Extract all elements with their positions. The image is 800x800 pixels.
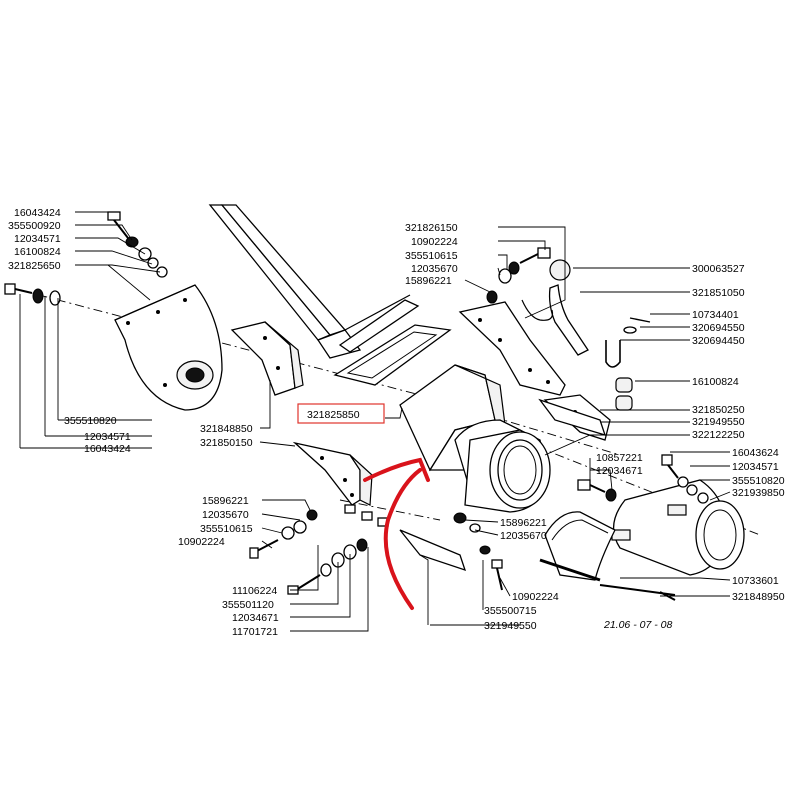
part-label: 355500920 — [8, 220, 61, 232]
part-label: 320694550 — [692, 322, 745, 334]
part-label: 321848850 — [200, 423, 253, 435]
pin-and-rod — [539, 558, 676, 601]
part-label: 16043624 — [732, 447, 779, 459]
part-label: 10902224 — [411, 236, 458, 248]
part-label: 15896221 — [500, 517, 547, 529]
lower-fastener-stack — [287, 538, 368, 595]
top-right-bolt-stack — [486, 247, 551, 304]
part-label: 15896221 — [405, 275, 452, 287]
part-label: 321949550 — [692, 416, 745, 428]
part-label: 322122250 — [692, 429, 745, 441]
right-tube — [611, 479, 745, 576]
part-label: 11701721 — [232, 626, 278, 638]
part-label: 10902224 — [178, 536, 225, 548]
part-label: 10902224 — [512, 591, 559, 603]
blade-321949550-bottom — [399, 529, 467, 572]
drawing-reference-caption: 21.06 - 07 - 08 — [603, 619, 672, 631]
part-label: 355501120 — [222, 599, 274, 611]
part-label: 355510820 — [64, 415, 117, 427]
highlight-box — [297, 403, 385, 424]
plate-321850150 — [292, 441, 373, 506]
part-label: 320694450 — [692, 335, 745, 347]
part-label: 11106224 — [232, 585, 277, 597]
part-label: 10857221 — [596, 452, 643, 464]
part-label: 12035670 — [500, 530, 547, 542]
labels-right: 300063527 321851050 10734401 320694550 3… — [596, 263, 785, 603]
left-bolt-lower — [4, 283, 61, 306]
part-label: 321850250 — [692, 404, 745, 416]
part-label: 355510615 — [200, 523, 253, 535]
part-label: 12034571 — [732, 461, 779, 473]
red-arrow-annotation — [363, 457, 430, 610]
left-fastener-stack — [249, 504, 389, 559]
part-label: 321825650 — [8, 260, 61, 272]
right-upper-fasteners — [661, 454, 709, 504]
part-label: 16100824 — [14, 246, 61, 258]
part-label: 12034671 — [232, 612, 279, 624]
right-plate-321826150 — [458, 301, 566, 396]
rubber-buffers — [615, 377, 633, 411]
part-label: 355500715 — [484, 605, 537, 617]
part-label: 10733601 — [732, 575, 779, 587]
bolt-10857221 — [577, 479, 617, 502]
part-label: 10734401 — [692, 309, 739, 321]
part-label: 321850150 — [200, 437, 253, 449]
part-label: 16043424 — [84, 443, 131, 455]
part-label: 321826150 — [405, 222, 458, 234]
bracket-321848850 — [230, 321, 304, 396]
left-bolt-stack — [107, 211, 168, 278]
part-label: 12035670 — [202, 509, 249, 521]
handle-rod — [521, 259, 589, 356]
u-bolt — [605, 317, 651, 368]
highlighted-part-label: 321825850 — [307, 409, 360, 421]
left-shield-plate — [114, 284, 223, 411]
part-label: 355510615 — [405, 250, 458, 262]
arm-frame — [208, 204, 420, 359]
part-label: 12034671 — [596, 465, 643, 477]
labels-center: 321826150 10902224 355510615 12035670 15… — [405, 222, 559, 632]
spout-tube — [464, 429, 551, 513]
part-label: 321848950 — [732, 591, 785, 603]
part-label: 355510820 — [732, 475, 785, 487]
part-label: 12034571 — [84, 431, 131, 443]
part-label: 16043424 — [14, 207, 61, 219]
gasket-plate — [333, 324, 452, 386]
center-fasteners — [453, 512, 503, 591]
part-label: 321939850 — [732, 487, 785, 499]
part-label: 300063527 — [692, 263, 745, 275]
part-label: 12035670 — [411, 263, 458, 275]
part-label: 16100824 — [692, 376, 739, 388]
leader-lines — [19, 211, 731, 632]
part-label: 321949550 — [484, 620, 537, 632]
part-label: 12034571 — [14, 233, 61, 245]
half-shell-guard — [544, 511, 616, 581]
part-label: 15896221 — [202, 495, 249, 507]
labels-left: 16043424 355500920 12034571 16100824 321… — [8, 207, 279, 638]
part-label: 321851050 — [692, 287, 745, 299]
